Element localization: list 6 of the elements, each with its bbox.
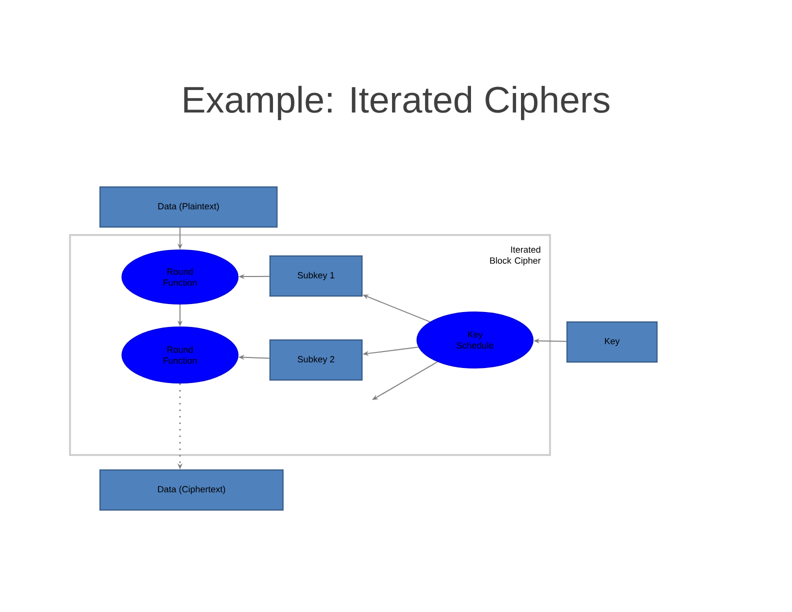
process-box: Data (Ciphertext) — [99, 469, 284, 511]
process-box: Subkey 1 — [269, 255, 363, 297]
slide-title: Example: Iterated Ciphers — [184, 86, 610, 120]
process-box: Key — [566, 321, 658, 363]
process-box: Data (Plaintext) — [99, 186, 278, 228]
process-box: Subkey 2 — [269, 339, 363, 381]
